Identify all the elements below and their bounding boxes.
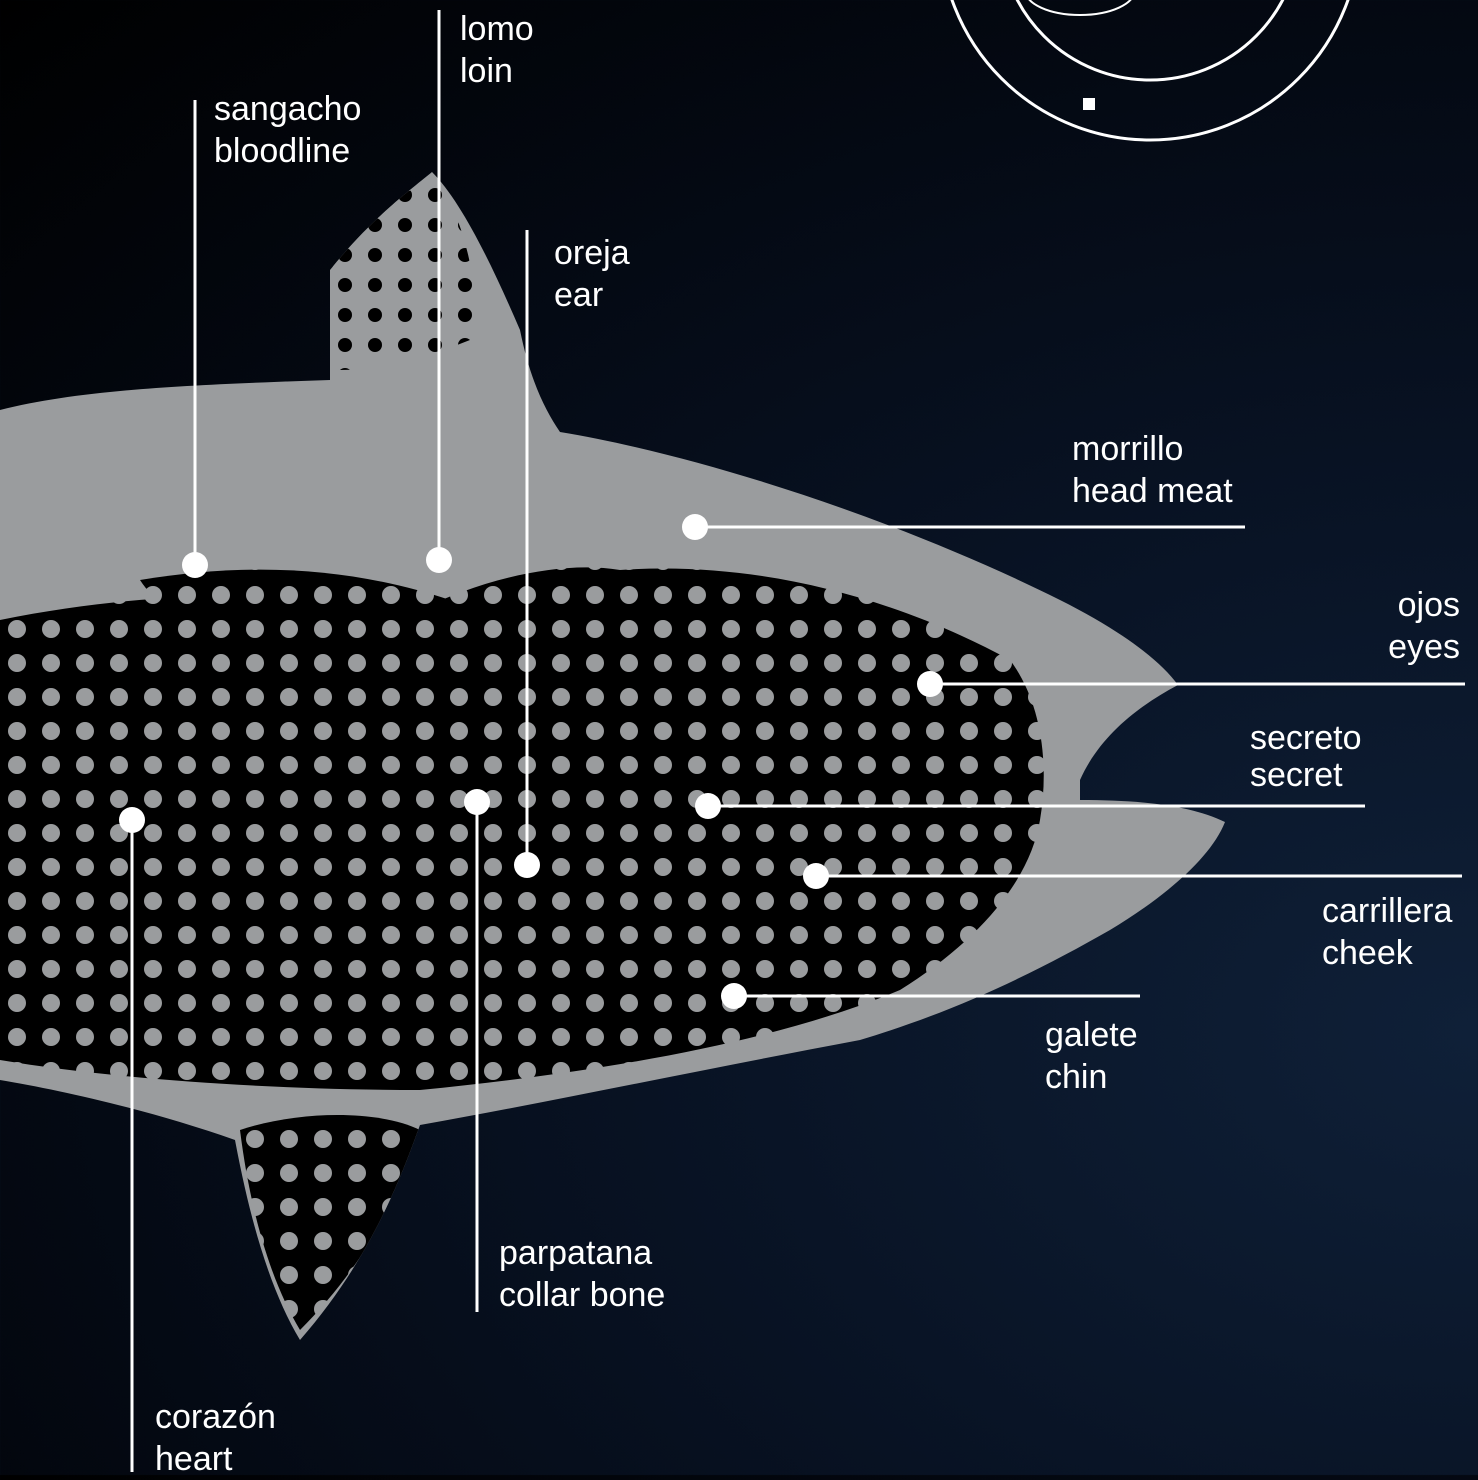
label-parpatana-en: collar bone [499,1274,665,1316]
label-galete-en: chin [1045,1056,1138,1098]
label-carrillera-es: carrillera [1322,890,1452,932]
label-morrillo-es: morrillo [1072,428,1233,470]
dot-lomo [426,547,452,573]
label-carrillera-en: cheek [1322,932,1452,974]
seal-square-icon [1083,98,1095,110]
dot-corazon [119,807,145,833]
label-ojos-en: eyes [1388,626,1460,668]
label-sangacho: sangacho bloodline [214,88,361,172]
label-morrillo: morrillo head meat [1072,428,1233,512]
label-parpatana-es: parpatana [499,1232,665,1274]
label-galete: galete chin [1045,1014,1138,1098]
label-secreto-en: secret [1250,757,1362,794]
label-lomo-es: lomo [460,8,534,50]
label-carrillera: carrillera cheek [1322,890,1452,974]
dot-secreto [695,793,721,819]
dot-parpatana [464,789,490,815]
label-sangacho-en: bloodline [214,130,361,172]
label-oreja: oreja ear [554,232,630,316]
label-galete-es: galete [1045,1014,1138,1056]
label-oreja-en: ear [554,274,630,316]
dot-carrillera [803,863,829,889]
label-ojos: ojos eyes [1388,584,1460,668]
dot-oreja [514,852,540,878]
label-lomo-en: loin [460,50,534,92]
label-lomo: lomo loin [460,8,534,92]
label-ojos-es: ojos [1388,584,1460,626]
label-oreja-es: oreja [554,232,630,274]
dot-sangacho [182,552,208,578]
label-sangacho-es: sangacho [214,88,361,130]
label-corazon-en: heart [155,1438,276,1480]
dot-galete [721,983,747,1009]
label-corazon: corazón heart [155,1396,276,1480]
label-secreto: secreto secret [1250,720,1362,794]
label-morrillo-en: head meat [1072,470,1233,512]
label-secreto-es: secreto [1250,720,1362,757]
traceability-seal [940,0,1360,140]
dot-ojos [917,671,943,697]
label-parpatana: parpatana collar bone [499,1232,665,1316]
label-corazon-es: corazón [155,1396,276,1438]
dot-morrillo [682,514,708,540]
